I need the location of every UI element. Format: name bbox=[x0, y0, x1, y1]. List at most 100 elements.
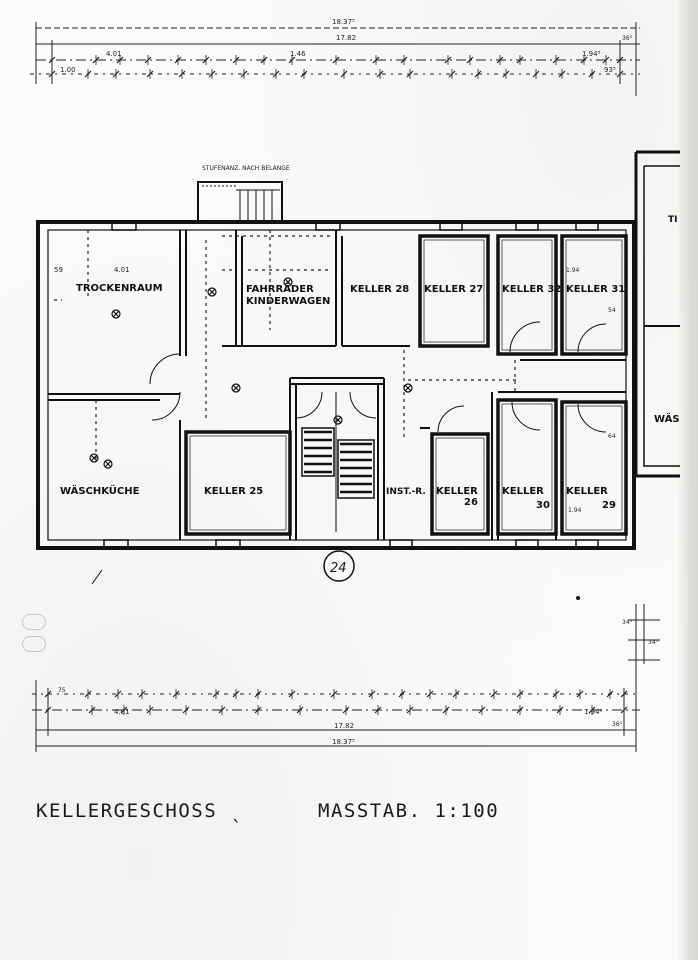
neighbor-label-ti: TI bbox=[668, 215, 678, 225]
dim-room-64: 64 bbox=[608, 433, 616, 440]
ceiling-lamp-icon bbox=[231, 383, 241, 393]
dimension-tick bbox=[88, 705, 96, 715]
dimension-tick bbox=[444, 55, 452, 65]
dim-bot-365: 36⁵ bbox=[612, 721, 623, 728]
dimension-tick bbox=[114, 689, 122, 699]
dimension-tick bbox=[406, 705, 414, 715]
scale-group: MASSTAB. 1:100 bbox=[318, 800, 499, 822]
dimension-tick bbox=[620, 705, 628, 715]
dimension-tick bbox=[398, 689, 406, 699]
room-number-26: 26 bbox=[464, 497, 478, 508]
dimension-tick bbox=[84, 69, 92, 79]
punch-hole bbox=[22, 636, 46, 652]
dimension-tick bbox=[330, 689, 338, 699]
neighbor-label-was: WÄS bbox=[654, 411, 680, 425]
room-label-keller32: KELLER 32 bbox=[502, 284, 561, 295]
staircase bbox=[301, 392, 375, 532]
dimension-tick bbox=[502, 69, 510, 79]
dimension-tick bbox=[448, 69, 456, 79]
dimension-tick bbox=[466, 55, 474, 65]
dimension-tick bbox=[288, 55, 296, 65]
ceiling-lamp-icon bbox=[103, 459, 113, 469]
dimension-tick bbox=[254, 689, 262, 699]
dimension-tick bbox=[212, 689, 220, 699]
dimension-tick bbox=[606, 689, 614, 699]
dimension-tick bbox=[442, 705, 450, 715]
dim-bot-401: 4.01 bbox=[114, 708, 130, 716]
dimension-tick bbox=[300, 69, 308, 79]
dimension-tick bbox=[202, 55, 210, 65]
dimension-tick bbox=[44, 689, 52, 699]
dimension-tick bbox=[426, 689, 434, 699]
room-label-keller27: KELLER 27 bbox=[424, 284, 483, 295]
bottom-dimension-ticks bbox=[44, 689, 628, 715]
neighbor-building bbox=[634, 150, 680, 478]
dimension-tick bbox=[260, 55, 268, 65]
dimension-tick bbox=[496, 55, 504, 65]
stair-note: STUFENANZ. NACH BELANGE bbox=[202, 165, 290, 172]
dimension-tick bbox=[576, 689, 584, 699]
section-marker-number: 24 bbox=[330, 561, 347, 576]
room-label-keller29: KELLER bbox=[566, 486, 608, 497]
dim-room-194: 1.94 bbox=[566, 267, 580, 274]
room-label-keller31: KELLER 31 bbox=[566, 284, 625, 295]
plan-title: KELLERGESCHOSS bbox=[36, 800, 218, 822]
room-label-keller25: KELLER 25 bbox=[204, 486, 263, 497]
dimension-tick bbox=[172, 689, 180, 699]
dimension-tick bbox=[84, 689, 92, 699]
ceiling-lamp-icon bbox=[207, 287, 217, 297]
room-label-fahrraeder: FAHRRÄDER bbox=[246, 281, 314, 295]
dimension-tick bbox=[588, 705, 596, 715]
dimension-tick bbox=[532, 69, 540, 79]
punch-hole bbox=[22, 614, 46, 630]
ceiling-lamp-icon bbox=[333, 415, 343, 425]
dimension-tick bbox=[516, 55, 524, 65]
dimension-tick bbox=[616, 69, 624, 79]
dimension-tick bbox=[332, 55, 340, 65]
dimension-tick bbox=[340, 69, 348, 79]
dim-side-345: 34⁵ bbox=[622, 619, 633, 626]
bottom-dimension-chain bbox=[32, 680, 640, 752]
dimension-tick bbox=[44, 705, 52, 715]
service-lines bbox=[54, 230, 520, 460]
dimension-tick bbox=[272, 69, 280, 79]
top-dimension-ticks bbox=[48, 55, 624, 79]
cellar-cages bbox=[184, 234, 628, 536]
dimension-tick bbox=[588, 69, 596, 79]
dimension-tick bbox=[620, 689, 628, 699]
dimension-tick bbox=[374, 705, 382, 715]
plan-title-group: KELLERGESCHOSS ˎ bbox=[36, 800, 243, 822]
dim-top-146: 1.46 bbox=[290, 50, 306, 58]
dim-top-345: 36⁵ bbox=[622, 35, 633, 42]
room-label-trockenraum: TROCKENRAUM bbox=[76, 283, 163, 294]
dimension-tick bbox=[452, 689, 460, 699]
dimension-tick bbox=[602, 55, 610, 65]
dimension-tick bbox=[48, 69, 56, 79]
room-label-waschkueche: WÄSCHKÜCHE bbox=[60, 483, 140, 497]
dimension-tick bbox=[254, 705, 262, 715]
dim-top-100: 1.00 bbox=[60, 66, 76, 74]
dimension-tick bbox=[138, 689, 146, 699]
ceiling-lamp-icon bbox=[403, 383, 413, 393]
dimension-tick bbox=[552, 689, 560, 699]
dim-top-401: 4.01 bbox=[106, 50, 122, 58]
dimension-tick bbox=[208, 69, 216, 79]
ceiling-lamp-icon bbox=[89, 453, 99, 463]
cage-inner-lines bbox=[189, 239, 623, 531]
dimension-tick bbox=[368, 689, 376, 699]
dim-bot-total: 18.37⁵ bbox=[332, 738, 355, 746]
dimension-tick bbox=[178, 69, 186, 79]
dim-top-sub: 17.82 bbox=[336, 34, 356, 42]
room-label-keller26: KELLER bbox=[436, 486, 478, 497]
dimension-tick bbox=[376, 69, 384, 79]
dimension-tick bbox=[92, 55, 100, 65]
scale-label: MASSTAB. bbox=[318, 800, 422, 822]
dim-top-total: 18.37⁵ bbox=[332, 18, 355, 26]
dimension-tick bbox=[232, 55, 240, 65]
dimension-tick bbox=[342, 705, 350, 715]
dimension-tick bbox=[406, 69, 414, 79]
side-dimension-stack bbox=[628, 604, 660, 706]
dimension-tick bbox=[144, 55, 152, 65]
